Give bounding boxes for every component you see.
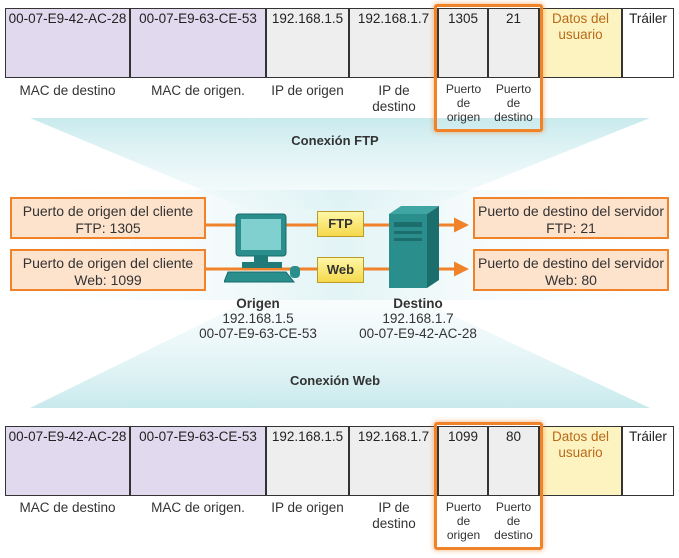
- origin-host-info: Origen 192.168.1.5 00-07-E9-63-CE-53: [188, 296, 328, 341]
- top-trailer-cell: Tráiler: [622, 8, 674, 78]
- top-port-src-label: Puerto de origen: [445, 82, 482, 124]
- origin-mac: 00-07-E9-63-CE-53: [199, 326, 317, 341]
- bottom-ip-src-cell: 192.168.1.5: [266, 426, 349, 496]
- ftp-connection-title: Conexión FTP: [291, 133, 379, 148]
- bottom-ip-src-label: IP de origen: [271, 500, 344, 515]
- server-icon: [389, 206, 439, 288]
- bottom-mac-src-cell: 00-07-E9-63-CE-53: [130, 426, 266, 496]
- ftp-segment-tag: FTP: [317, 211, 364, 237]
- top-ip-src-label: IP de origen: [271, 83, 344, 98]
- bottom-trailer-cell: Tráiler: [622, 426, 674, 496]
- client-web-port-box: Puerto de origen del cliente Web: 1099: [10, 249, 206, 291]
- client-computer-icon: [224, 213, 300, 283]
- destination-ip: 192.168.1.7: [382, 311, 454, 326]
- bottom-ip-dest-cell: 192.168.1.7: [349, 426, 438, 496]
- server-ftp-port-box: Puerto de destino del servidor FTP: 21: [473, 197, 669, 239]
- top-port-dest-label: Puerto de destino: [494, 82, 533, 124]
- destination-mac: 00-07-E9-42-AC-28: [359, 326, 477, 341]
- bottom-mac-dest-label: MAC de destino: [19, 500, 116, 515]
- top-ip-dest-label: IP de destino: [372, 83, 416, 114]
- server-web-port-box: Puerto de destino del servidor Web: 80: [473, 249, 669, 291]
- top-mac-src-cell: 00-07-E9-63-CE-53: [130, 8, 266, 78]
- destination-host-info: Destino 192.168.1.7 00-07-E9-42-AC-28: [348, 296, 488, 341]
- origin-ip: 192.168.1.5: [222, 311, 294, 326]
- top-mac-src-label: MAC de origen.: [151, 83, 245, 98]
- top-port-src-cell: 1305: [438, 8, 488, 78]
- bottom-ip-dest-label: IP de destino: [372, 500, 416, 531]
- origin-title: Origen: [236, 296, 280, 311]
- bottom-port-dest-cell: 80: [488, 426, 539, 496]
- top-ip-src-cell: 192.168.1.5: [266, 8, 349, 78]
- top-port-dest-cell: 21: [488, 8, 539, 78]
- web-segment-tag: Web: [317, 257, 364, 283]
- top-port-highlight: [434, 4, 543, 132]
- top-user-data-cell: Datos del usuario: [539, 8, 622, 78]
- top-ip-dest-cell: 192.168.1.7: [349, 8, 438, 78]
- top-mac-dest-label: MAC de destino: [19, 83, 116, 98]
- web-connection-title: Conexión Web: [289, 373, 381, 388]
- bottom-port-highlight: [434, 422, 543, 550]
- top-mac-dest-cell: 00-07-E9-42-AC-28: [5, 8, 130, 78]
- bottom-user-data-cell: Datos del usuario: [539, 426, 622, 496]
- bottom-port-dest-label: Puerto de destino: [494, 500, 533, 542]
- destination-title: Destino: [393, 296, 443, 311]
- bottom-port-src-label: Puerto de origen: [445, 500, 482, 542]
- bottom-port-src-cell: 1099: [438, 426, 488, 496]
- client-ftp-port-box: Puerto de origen del cliente FTP: 1305: [10, 197, 206, 239]
- bottom-mac-src-label: MAC de origen.: [151, 500, 245, 515]
- bottom-mac-dest-cell: 00-07-E9-42-AC-28: [5, 426, 130, 496]
